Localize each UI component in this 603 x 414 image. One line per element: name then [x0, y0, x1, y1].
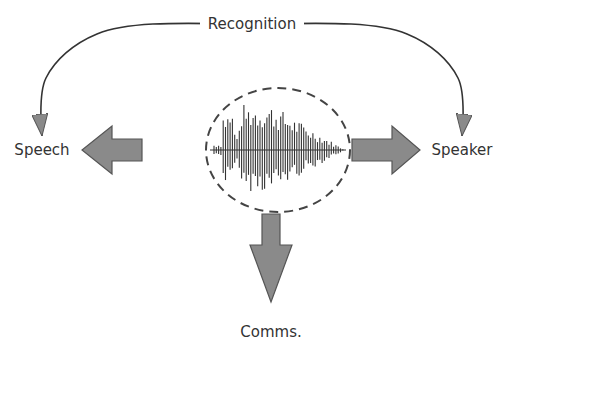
waveform-spike — [328, 145, 329, 158]
waveform-spike — [259, 120, 260, 176]
waveform-spike — [315, 139, 316, 167]
waveform-spike — [266, 117, 267, 173]
waveform-spike — [213, 146, 214, 154]
waveform-spike — [292, 130, 293, 167]
waveform-spike — [257, 125, 258, 186]
waveform-spike — [338, 147, 339, 154]
waveform-spike — [278, 130, 279, 175]
waveform-spike — [282, 112, 283, 172]
waveform-spike — [324, 141, 325, 161]
waveform-spike — [216, 147, 217, 153]
text-node: Comms. — [236, 320, 305, 344]
waveform-spike — [250, 125, 251, 191]
waveform-spike — [246, 119, 247, 181]
big-arrow-left — [82, 126, 142, 174]
waveform-spike — [218, 146, 219, 154]
waveform-spike — [273, 126, 274, 173]
waveform-spike — [312, 133, 313, 165]
waveform-spike — [239, 131, 240, 168]
waveform-spike — [294, 123, 295, 165]
waveform-spike — [303, 128, 304, 169]
waveform-spike — [335, 145, 336, 154]
waveform-spike — [227, 119, 228, 166]
waveform-spike — [285, 124, 286, 174]
waveform-spike — [255, 115, 256, 176]
waveform-spike — [289, 126, 290, 172]
waveform-spike — [269, 114, 270, 178]
connector-label: Recognition — [200, 15, 304, 33]
waveform-spike — [296, 132, 297, 174]
waveform-spike — [301, 124, 302, 173]
waveform-spike — [223, 121, 224, 173]
node-label: Speech — [14, 141, 69, 159]
node-label: Comms. — [240, 323, 301, 341]
waveform-spike — [299, 123, 300, 175]
waveform-spike — [276, 120, 277, 170]
waveform-spike — [319, 138, 320, 160]
waveform-spike — [310, 138, 311, 163]
waveform-spike — [236, 139, 237, 158]
waveform-spike — [243, 105, 244, 173]
big-arrow-down — [250, 214, 292, 302]
waveform-spike — [317, 142, 318, 160]
waveform-spike — [234, 135, 235, 163]
curved-connector — [41, 23, 463, 136]
waveform-spike — [225, 127, 226, 180]
waveform-spike — [342, 149, 343, 150]
text-node: Speech — [10, 138, 73, 162]
waveform-spike — [253, 118, 254, 174]
text-node: Speaker — [427, 138, 496, 162]
dashed-oval — [206, 88, 350, 212]
waveform-spike — [271, 110, 272, 183]
big-arrow-right — [352, 126, 420, 174]
speech-waveform — [210, 105, 346, 191]
waveform-spike — [232, 119, 233, 168]
waveform-spike — [326, 141, 327, 157]
waveform-spike — [280, 117, 281, 180]
waveform-spike — [331, 142, 332, 155]
waveform-spike — [220, 147, 221, 155]
node-label: Speaker — [431, 141, 492, 159]
waveform-spike — [340, 148, 341, 152]
waveform-spike — [248, 112, 249, 175]
waveform-spike — [308, 135, 309, 163]
waveform-spike — [262, 127, 263, 189]
waveform-spike — [241, 126, 242, 178]
waveform-spike — [322, 143, 323, 163]
waveform-spike — [230, 122, 231, 169]
waveform-spike — [305, 131, 306, 160]
waveform-spike — [287, 125, 288, 180]
waveform-spike — [333, 147, 334, 154]
waveform-spike — [264, 123, 265, 188]
